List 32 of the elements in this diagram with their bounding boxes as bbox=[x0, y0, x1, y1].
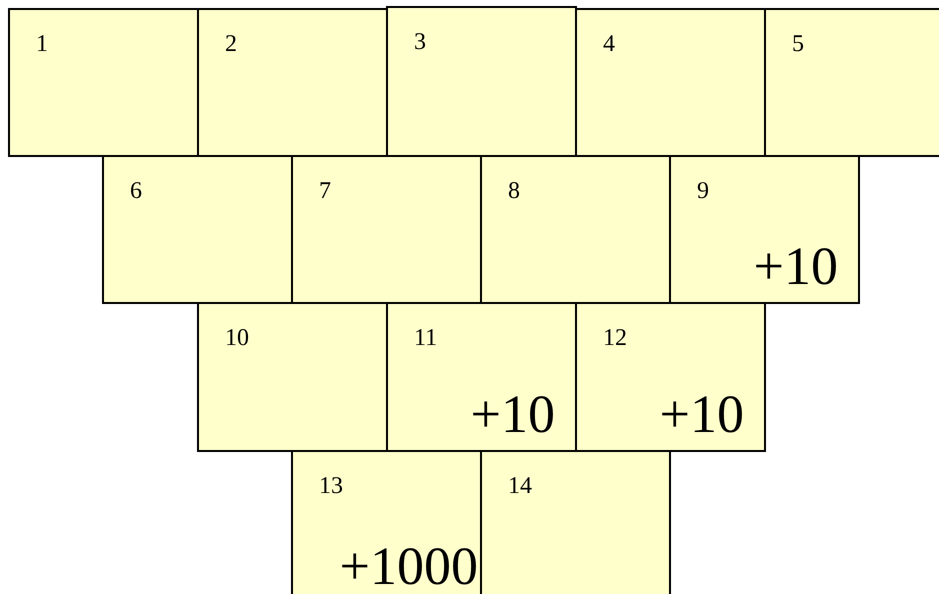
tile-number: 5 bbox=[792, 30, 804, 58]
tile bbox=[575, 8, 766, 157]
tile-number: 10 bbox=[225, 324, 249, 352]
tile bbox=[8, 8, 199, 157]
score-value: +10 bbox=[660, 384, 744, 444]
tile bbox=[669, 155, 860, 304]
tile bbox=[764, 8, 939, 157]
tile-number: 14 bbox=[508, 472, 532, 500]
tile-number: 2 bbox=[225, 30, 237, 58]
tile bbox=[386, 6, 577, 157]
tile-number: 1 bbox=[36, 30, 48, 58]
tile bbox=[291, 155, 482, 304]
tile-number: 11 bbox=[414, 324, 438, 352]
tile bbox=[197, 302, 388, 452]
score-value: +10 bbox=[754, 236, 838, 296]
tile bbox=[197, 8, 388, 157]
tile bbox=[291, 450, 482, 594]
tile-number: 8 bbox=[508, 177, 520, 205]
tile bbox=[480, 450, 671, 594]
tile-number: 3 bbox=[414, 28, 426, 56]
tile-number: 6 bbox=[130, 177, 142, 205]
tile-number: 9 bbox=[697, 177, 709, 205]
tile-number: 12 bbox=[603, 324, 627, 352]
score-value: +1000 bbox=[340, 536, 478, 594]
tile bbox=[102, 155, 293, 304]
tile-number: 4 bbox=[603, 30, 615, 58]
tile-number: 13 bbox=[319, 472, 343, 500]
tile bbox=[575, 302, 766, 452]
tile bbox=[386, 302, 577, 452]
tile bbox=[480, 155, 671, 304]
score-value: +10 bbox=[470, 384, 555, 444]
tile-number: 7 bbox=[319, 177, 331, 205]
